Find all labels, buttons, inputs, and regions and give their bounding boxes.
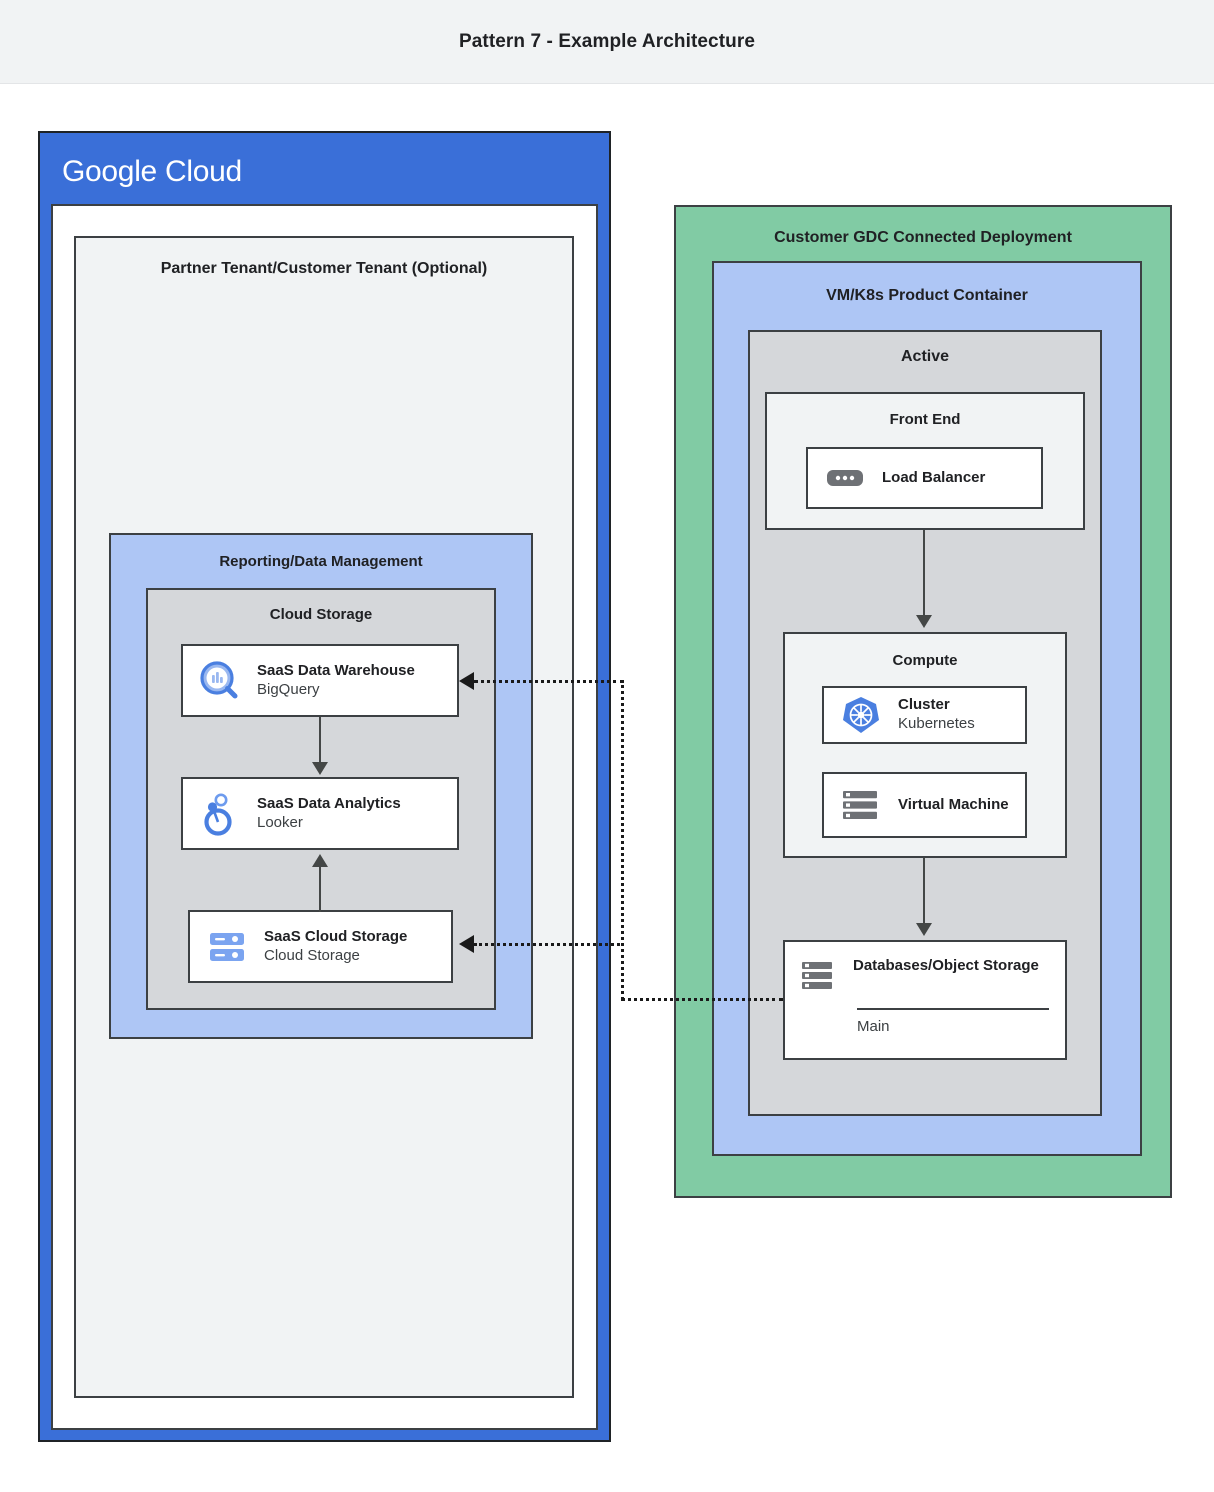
card-title: Cluster <box>898 696 950 714</box>
card-title: Load Balancer <box>882 468 986 486</box>
page-title: Pattern 7 - Example Architecture <box>458 30 756 52</box>
card-databases-object-storage[interactable]: Databases/Object Storage Main <box>783 940 1067 1060</box>
load-balancer-icon <box>822 455 868 501</box>
google-cloud-logo: Google Cloud <box>62 155 242 189</box>
card-subtitle: Main <box>857 1018 890 1035</box>
card-title: Virtual Machine <box>898 795 1009 813</box>
reporting-data-management-label: Reporting/Data Management <box>219 553 423 570</box>
front-end-label: Front End <box>889 411 961 428</box>
logo-cloud-text: Cloud <box>165 155 242 188</box>
card-cluster-kubernetes[interactable]: Cluster Kubernetes <box>822 686 1027 744</box>
kubernetes-icon <box>838 692 884 738</box>
gdc-deployment-label: Customer GDC Connected Deployment <box>774 229 1072 246</box>
logo-google-text: Google <box>62 155 157 188</box>
card-saas-data-warehouse[interactable]: SaaS Data Warehouse BigQuery <box>181 644 459 717</box>
card-title: SaaS Cloud Storage <box>264 927 408 945</box>
card-subtitle: Kubernetes <box>898 715 975 732</box>
card-saas-cloud-storage[interactable]: SaaS Cloud Storage Cloud Storage <box>188 910 453 983</box>
title-bar: Pattern 7 - Example Architecture <box>0 0 1214 84</box>
partner-tenant-label: Partner Tenant/Customer Tenant (Optional… <box>160 260 488 277</box>
card-divider <box>857 1008 1049 1010</box>
card-subtitle: Cloud Storage <box>264 946 360 964</box>
looker-icon <box>197 791 243 837</box>
compute-label: Compute <box>892 652 958 669</box>
card-saas-data-analytics[interactable]: SaaS Data Analytics Looker <box>181 777 459 850</box>
card-subtitle: Looker <box>257 813 303 831</box>
card-title: Databases/Object Storage <box>853 957 1039 974</box>
card-title: SaaS Data Analytics <box>257 794 401 812</box>
virtual-machine-icon <box>838 782 884 828</box>
card-subtitle: BigQuery <box>257 680 320 698</box>
vm-k8s-product-label: VM/K8s Product Container <box>826 287 1028 304</box>
card-title: SaaS Data Warehouse <box>257 661 415 679</box>
active-label: Active <box>900 348 950 365</box>
database-storage-icon <box>799 956 839 1000</box>
bigquery-icon <box>197 658 243 704</box>
cloud-storage-group-label: Cloud Storage <box>269 606 373 623</box>
cloud-storage-icon <box>204 924 250 970</box>
card-virtual-machine[interactable]: Virtual Machine <box>822 772 1027 838</box>
card-load-balancer[interactable]: Load Balancer <box>806 447 1043 509</box>
